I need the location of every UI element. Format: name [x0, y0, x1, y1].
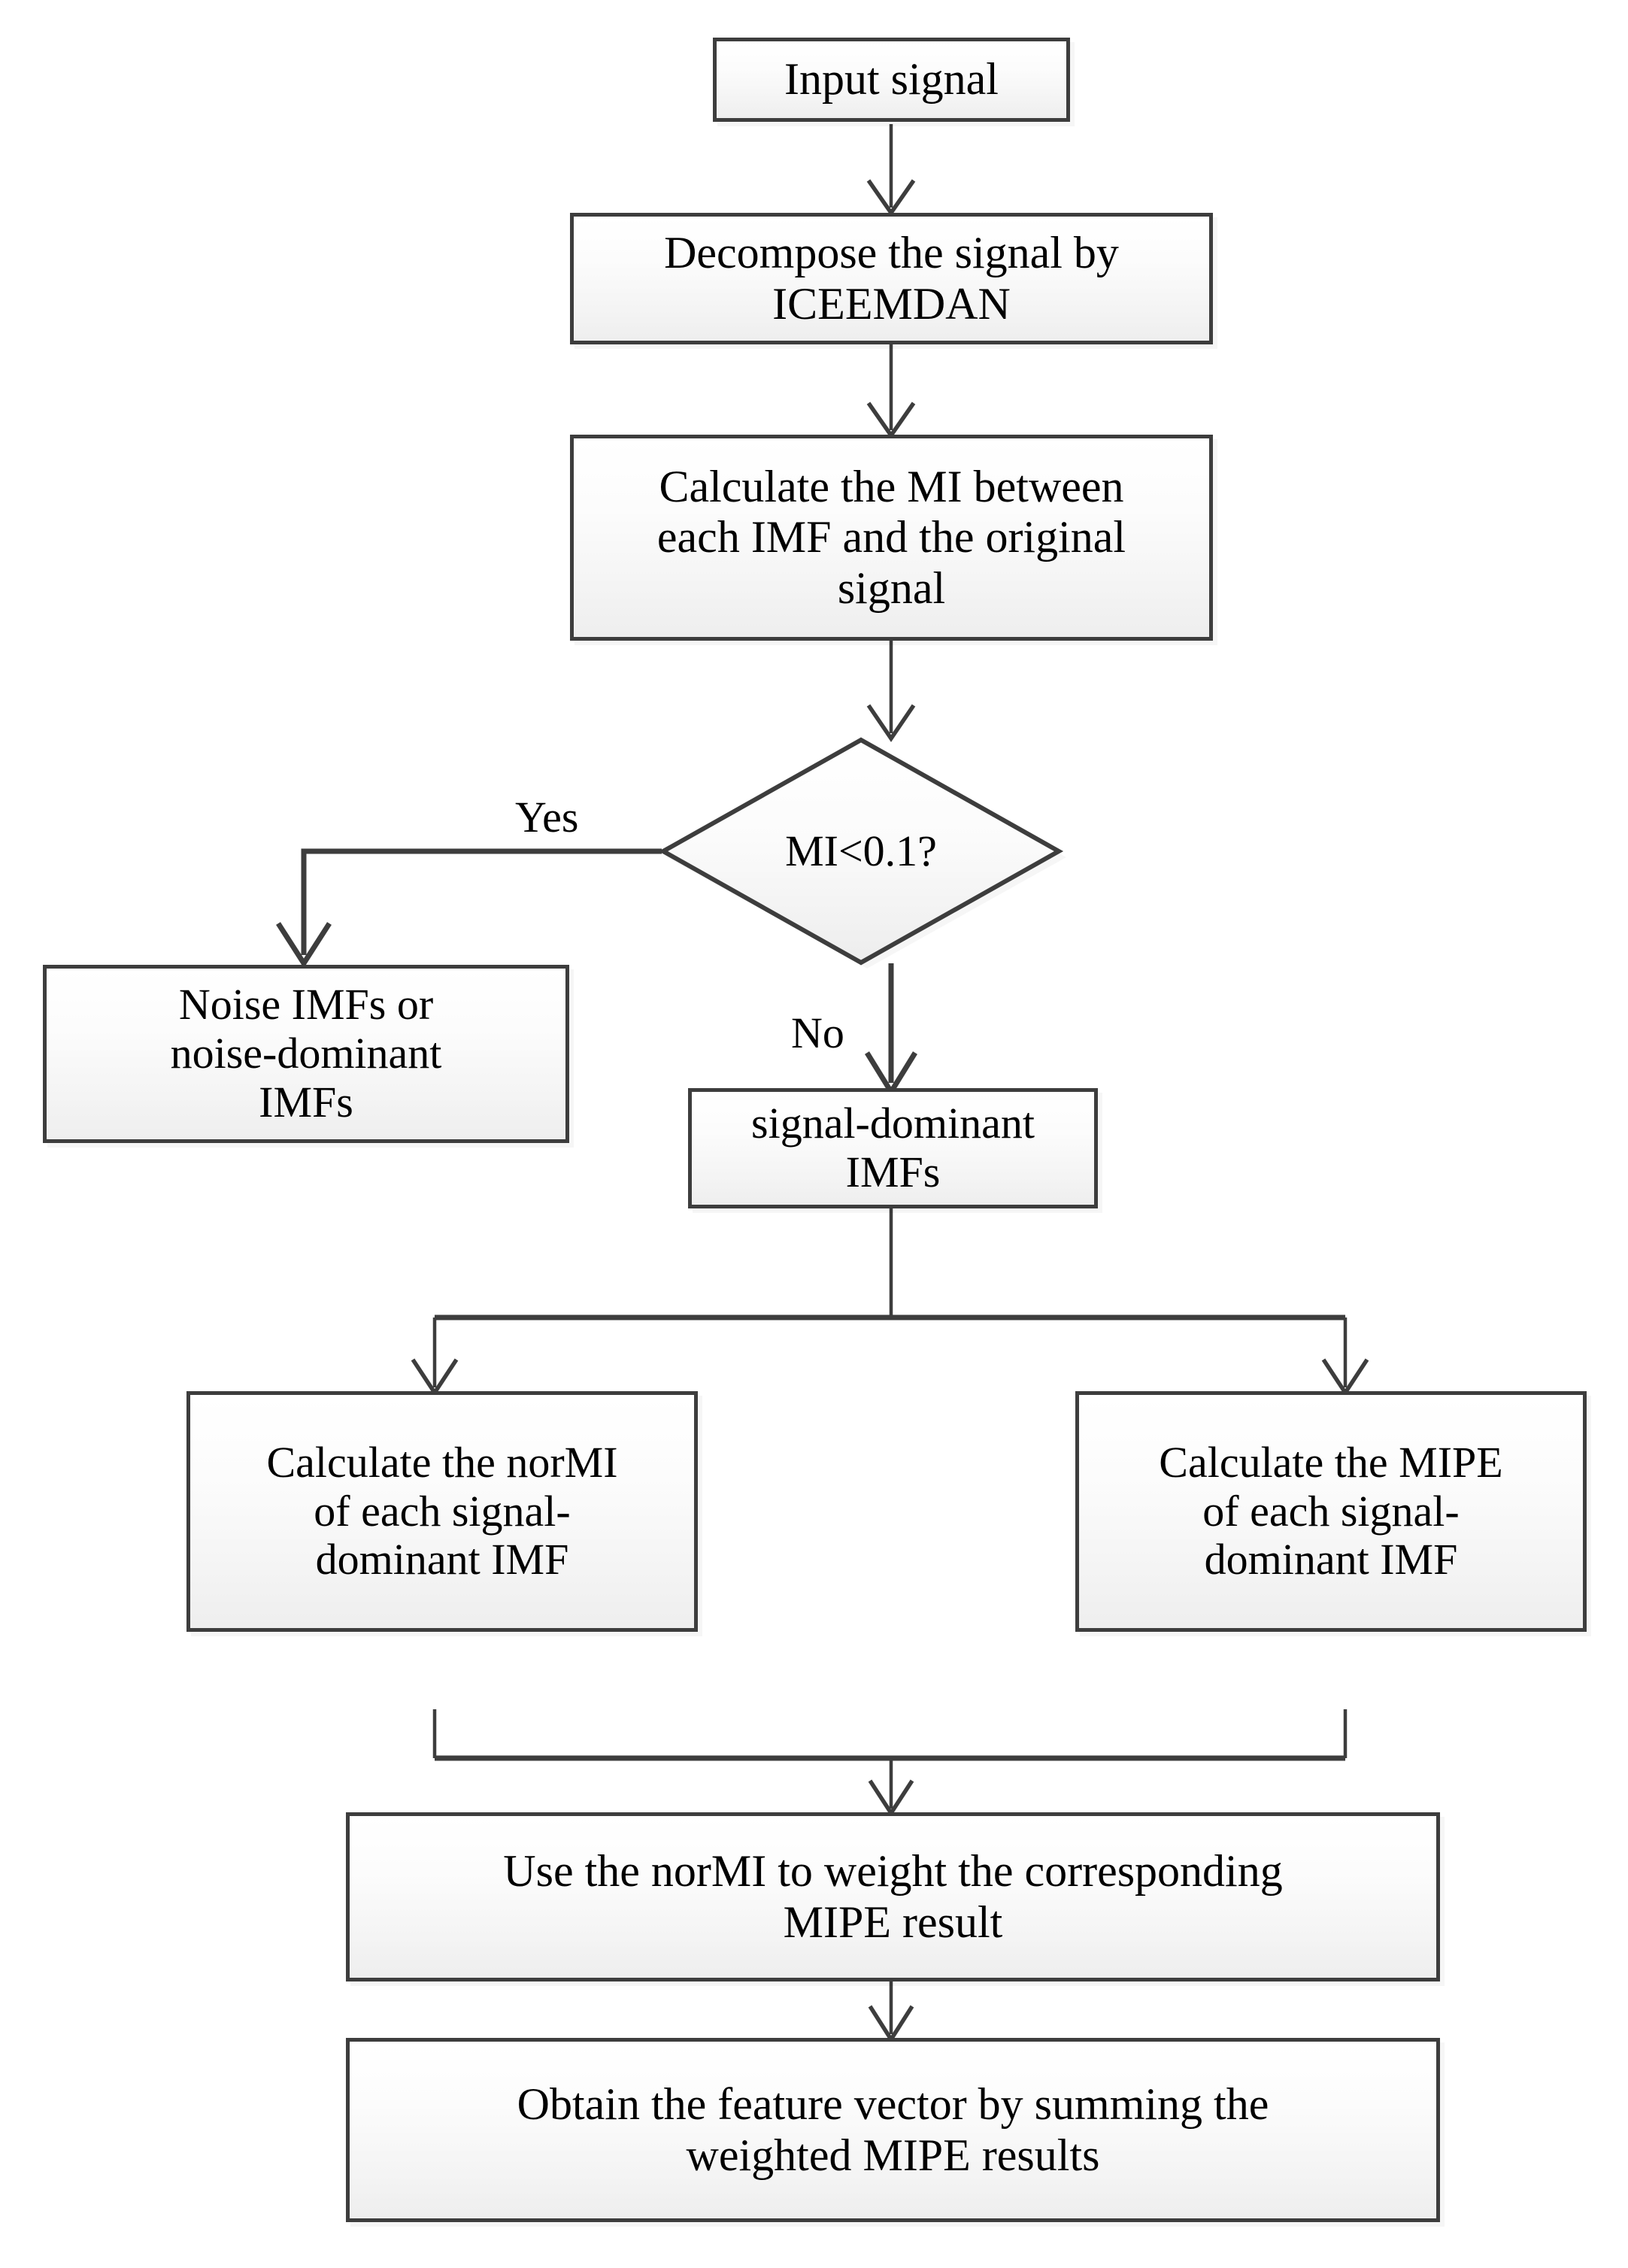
diamond-shape	[658, 737, 1064, 966]
node-decision-mi[interactable]: MI<0.1?	[658, 737, 1064, 966]
edge-input-to-decompose	[866, 124, 916, 217]
node-calculate-normi-label: Calculate the norMI of each signal- domi…	[266, 1437, 618, 1584]
node-signal-dominant-imfs-label: signal-dominant IMFs	[751, 1099, 1035, 1196]
edge-decision-no-to-signal-dominant	[865, 963, 917, 1097]
node-signal-dominant-imfs[interactable]: signal-dominant IMFs	[688, 1088, 1098, 1208]
node-calculate-mipe[interactable]: Calculate the MIPE of each signal- domin…	[1075, 1391, 1587, 1632]
node-weight-mipe-label: Use the norMI to weight the correspondin…	[503, 1846, 1283, 1947]
edge-label-yes: Yes	[515, 793, 579, 841]
edge-signal-dominant-split	[411, 1208, 1369, 1396]
edge-decompose-to-calculate-mi	[866, 344, 916, 439]
edge-decision-yes-to-noise-imfs	[276, 848, 662, 969]
node-decompose[interactable]: Decompose the signal by ICEEMDAN	[570, 213, 1213, 344]
node-calculate-mi[interactable]: Calculate the MI between each IMF and th…	[570, 435, 1213, 641]
edge-merge-to-weight-mipe	[432, 1709, 1348, 1818]
edge-label-no: No	[791, 1008, 844, 1057]
node-input-signal[interactable]: Input signal	[713, 38, 1070, 122]
node-obtain-feature-vector[interactable]: Obtain the feature vector by summing the…	[346, 2038, 1440, 2222]
node-noise-imfs-label: Noise IMFs or noise-dominant IMFs	[170, 980, 442, 1126]
edge-calculate-mi-to-decision	[866, 641, 916, 742]
node-calculate-normi[interactable]: Calculate the norMI of each signal- domi…	[186, 1391, 698, 1632]
node-calculate-mi-label: Calculate the MI between each IMF and th…	[656, 462, 1126, 613]
node-decision-mi-label: MI<0.1?	[785, 826, 937, 876]
node-noise-imfs[interactable]: Noise IMFs or noise-dominant IMFs	[43, 965, 569, 1143]
node-decompose-label: Decompose the signal by ICEEMDAN	[664, 228, 1119, 329]
node-obtain-feature-vector-label: Obtain the feature vector by summing the…	[517, 2079, 1269, 2180]
node-input-signal-label: Input signal	[784, 54, 999, 105]
node-calculate-mipe-label: Calculate the MIPE of each signal- domin…	[1159, 1437, 1503, 1584]
edge-weight-to-obtain	[868, 1981, 914, 2044]
node-weight-mipe[interactable]: Use the norMI to weight the correspondin…	[346, 1812, 1440, 1981]
